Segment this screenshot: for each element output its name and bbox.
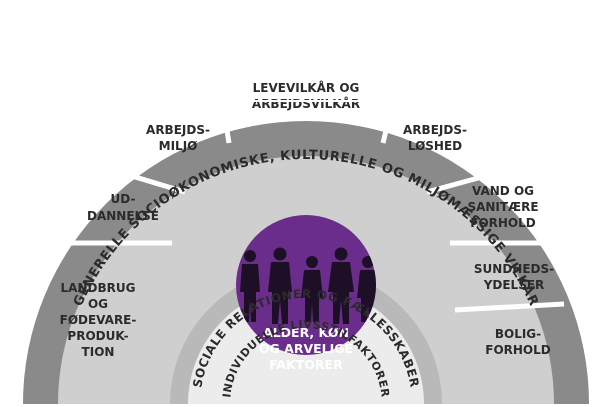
box-arbejdsmiljo-line-2: MILJØ xyxy=(159,139,198,153)
box-vand-line-2: SANITÆRE xyxy=(467,200,538,214)
box-arbejdsloshed-line-2: LØSHED xyxy=(408,139,462,153)
core-label: ALDER, KØN OG ARVELIGE FAKTORER xyxy=(259,325,353,372)
box-sundhed-line-2: YDELSER xyxy=(483,278,545,292)
box-landbrug-line-4: PRODUK- xyxy=(67,329,128,343)
box-bolig-line-1: BOLIG- xyxy=(495,327,541,341)
box-arbejdsmiljo-line-1: ARBEJDS- xyxy=(146,123,210,137)
box-levevilkar-line-1: LEVEVILKÅR OG xyxy=(253,80,360,95)
box-bolig-line-2: FORHOLD xyxy=(485,343,551,357)
box-arbejdsloshed-line-1: ARBEJDS- xyxy=(403,123,467,137)
box-landbrug-line-3: FØDEVARE- xyxy=(60,313,137,327)
box-vand-line-1: VAND OG xyxy=(472,184,534,198)
box-landbrug-line-1: LANDBRUG xyxy=(61,281,136,295)
double-arrow-icon xyxy=(228,93,384,109)
box-separators xyxy=(58,92,565,313)
box-levevilkar: LEVEVILKÅR OG ARBEJDSVILKÅR xyxy=(228,80,384,111)
box-sundhed: SUNDHEDS- YDELSER xyxy=(474,262,554,292)
box-landbrug: LANDBRUG OG FØDEVARE- PRODUK- TION xyxy=(60,281,137,359)
box-uddannelse: UD- DANNELSE xyxy=(87,192,159,223)
core-line-2: OG ARVELIGE xyxy=(259,341,353,356)
box-sundhed-line-1: SUNDHEDS- xyxy=(474,262,554,276)
box-arbejdsloshed: ARBEJDS- LØSHED xyxy=(403,123,467,153)
core-line-1: ALDER, KØN xyxy=(263,325,349,340)
box-landbrug-line-2: OG xyxy=(88,297,108,311)
box-uddannelse-line-2: DANNELSE xyxy=(87,209,159,223)
core-line-3: FAKTORER xyxy=(269,357,343,372)
people-silhouettes-icon xyxy=(240,247,376,324)
box-vand-line-3: FORHOLD xyxy=(470,216,536,230)
box-uddannelse-line-1: UD- xyxy=(111,192,136,206)
box-bolig: BOLIG- FORHOLD xyxy=(485,327,551,357)
box-vand: VAND OG SANITÆRE FORHOLD xyxy=(467,184,538,230)
box-levevilkar-line-2: ARBEJDSVILKÅR xyxy=(252,96,360,111)
box-landbrug-line-5: TION xyxy=(82,345,115,359)
box-arbejdsmiljo: ARBEJDS- MILJØ xyxy=(146,123,210,153)
